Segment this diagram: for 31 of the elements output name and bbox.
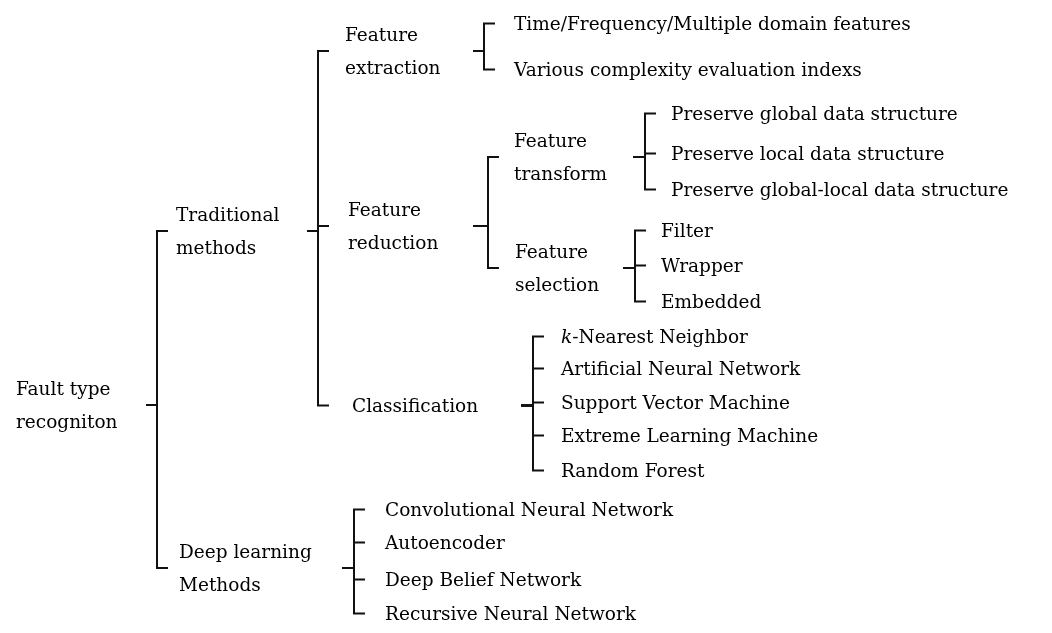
tree-label: Various complexity evaluation indexs: [514, 58, 862, 82]
tree-label: Artificial Neural Network: [561, 357, 801, 381]
bracket-connector: [341, 567, 366, 615]
tree-label: Fault type recogniton: [16, 377, 119, 434]
tree-label: Preserve global data structure: [671, 102, 958, 126]
bracket-connector: [520, 404, 545, 472]
tree-label: Convolutional Neural Network: [385, 498, 674, 522]
tree-label: Deep learning Methods: [179, 540, 313, 597]
tree-label: Recursive Neural Network: [385, 602, 636, 626]
tree-label: Embedded: [661, 290, 762, 314]
tree-label: Deep Belief Network: [385, 568, 582, 592]
tree-label: Feature transform: [514, 129, 609, 186]
tree-label: Preserve local data structure: [671, 142, 945, 166]
tree-label: Feature selection: [515, 240, 601, 297]
tree-label: Support Vector Machine: [561, 391, 790, 415]
bracket-connector: [472, 225, 500, 269]
tree-label: k-Nearest Neighbor: [561, 325, 748, 349]
tree-label: Random Forest: [561, 459, 705, 483]
tree-label: Feature extraction: [345, 23, 442, 80]
bracket-connector: [472, 50, 496, 71]
tree-label: Preserve global-local data structure: [671, 178, 1009, 202]
tree-label: Wrapper: [661, 254, 743, 278]
bracket-connector: [632, 156, 657, 191]
bracket-connector: [622, 267, 647, 303]
tree-label: Filter: [661, 219, 713, 243]
tree-label: Extreme Learning Machine: [561, 424, 819, 448]
tree-label: Autoencoder: [385, 531, 505, 555]
tree-label: Time/Frequency/Multiple domain features: [514, 12, 911, 36]
tree-label: Classification: [352, 394, 480, 418]
tree-label: Feature reduction: [348, 198, 440, 255]
tree-label: Traditional methods: [176, 203, 281, 260]
